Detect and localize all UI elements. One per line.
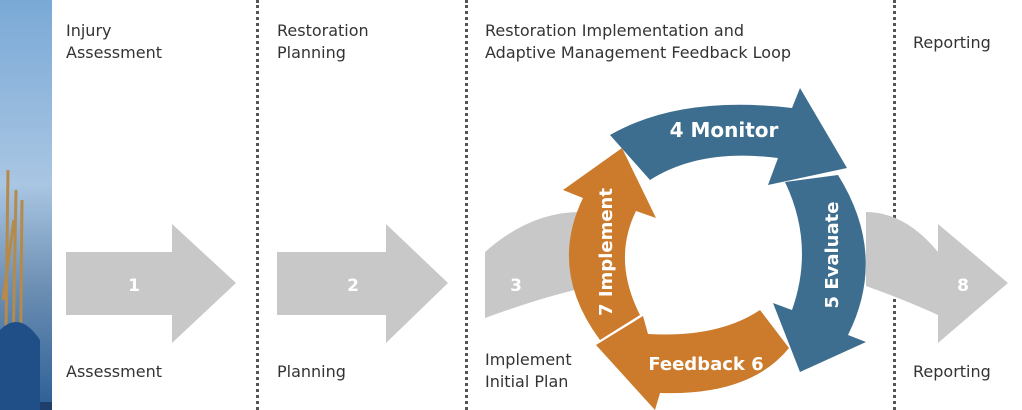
phase-heading-reporting: Reporting <box>913 33 991 52</box>
step-number-1: 1 <box>128 276 140 296</box>
step-arrow-8 <box>866 212 1008 343</box>
step-arrow-2 <box>277 224 448 343</box>
phase-heading-injury-assessment: Injury Assessment <box>66 21 162 62</box>
phase-divider-1 <box>256 0 259 410</box>
step-number-2: 2 <box>347 276 359 296</box>
feedback-loop: 4 Monitor 5 Evaluate Feedback 6 7 Implem… <box>563 88 866 410</box>
cycle-arrow-feedback <box>596 310 789 410</box>
phase-footer-assessment: Assessment <box>66 362 162 381</box>
phase-divider-3 <box>893 0 896 410</box>
cycle-arrow-implement <box>563 148 656 340</box>
cycle-label-feedback: Feedback 6 <box>648 354 763 375</box>
phase-divider-2 <box>465 0 468 410</box>
cycle-label-monitor: 4 Monitor <box>670 118 779 142</box>
phase-heading-restoration-planning: Restoration Planning <box>277 21 369 62</box>
phase-footer-planning: Planning <box>277 362 346 381</box>
phase-footer-implement-initial-plan: Implement Initial Plan <box>485 350 572 391</box>
phase-heading-implementation-loop: Restoration Implementation and Adaptive … <box>485 21 792 62</box>
step-number-3: 3 <box>510 276 522 296</box>
cycle-label-implement: 7 Implement <box>596 188 617 316</box>
step-number-8: 8 <box>957 276 969 296</box>
step-arrow-3 <box>485 212 592 318</box>
phase-footer-reporting: Reporting <box>913 362 991 381</box>
cycle-arrow-evaluate <box>773 175 866 372</box>
step-arrow-1 <box>66 224 236 343</box>
cycle-arrow-monitor <box>610 88 847 185</box>
background-photo-edge <box>0 0 52 410</box>
cycle-label-evaluate: 5 Evaluate <box>822 202 843 309</box>
